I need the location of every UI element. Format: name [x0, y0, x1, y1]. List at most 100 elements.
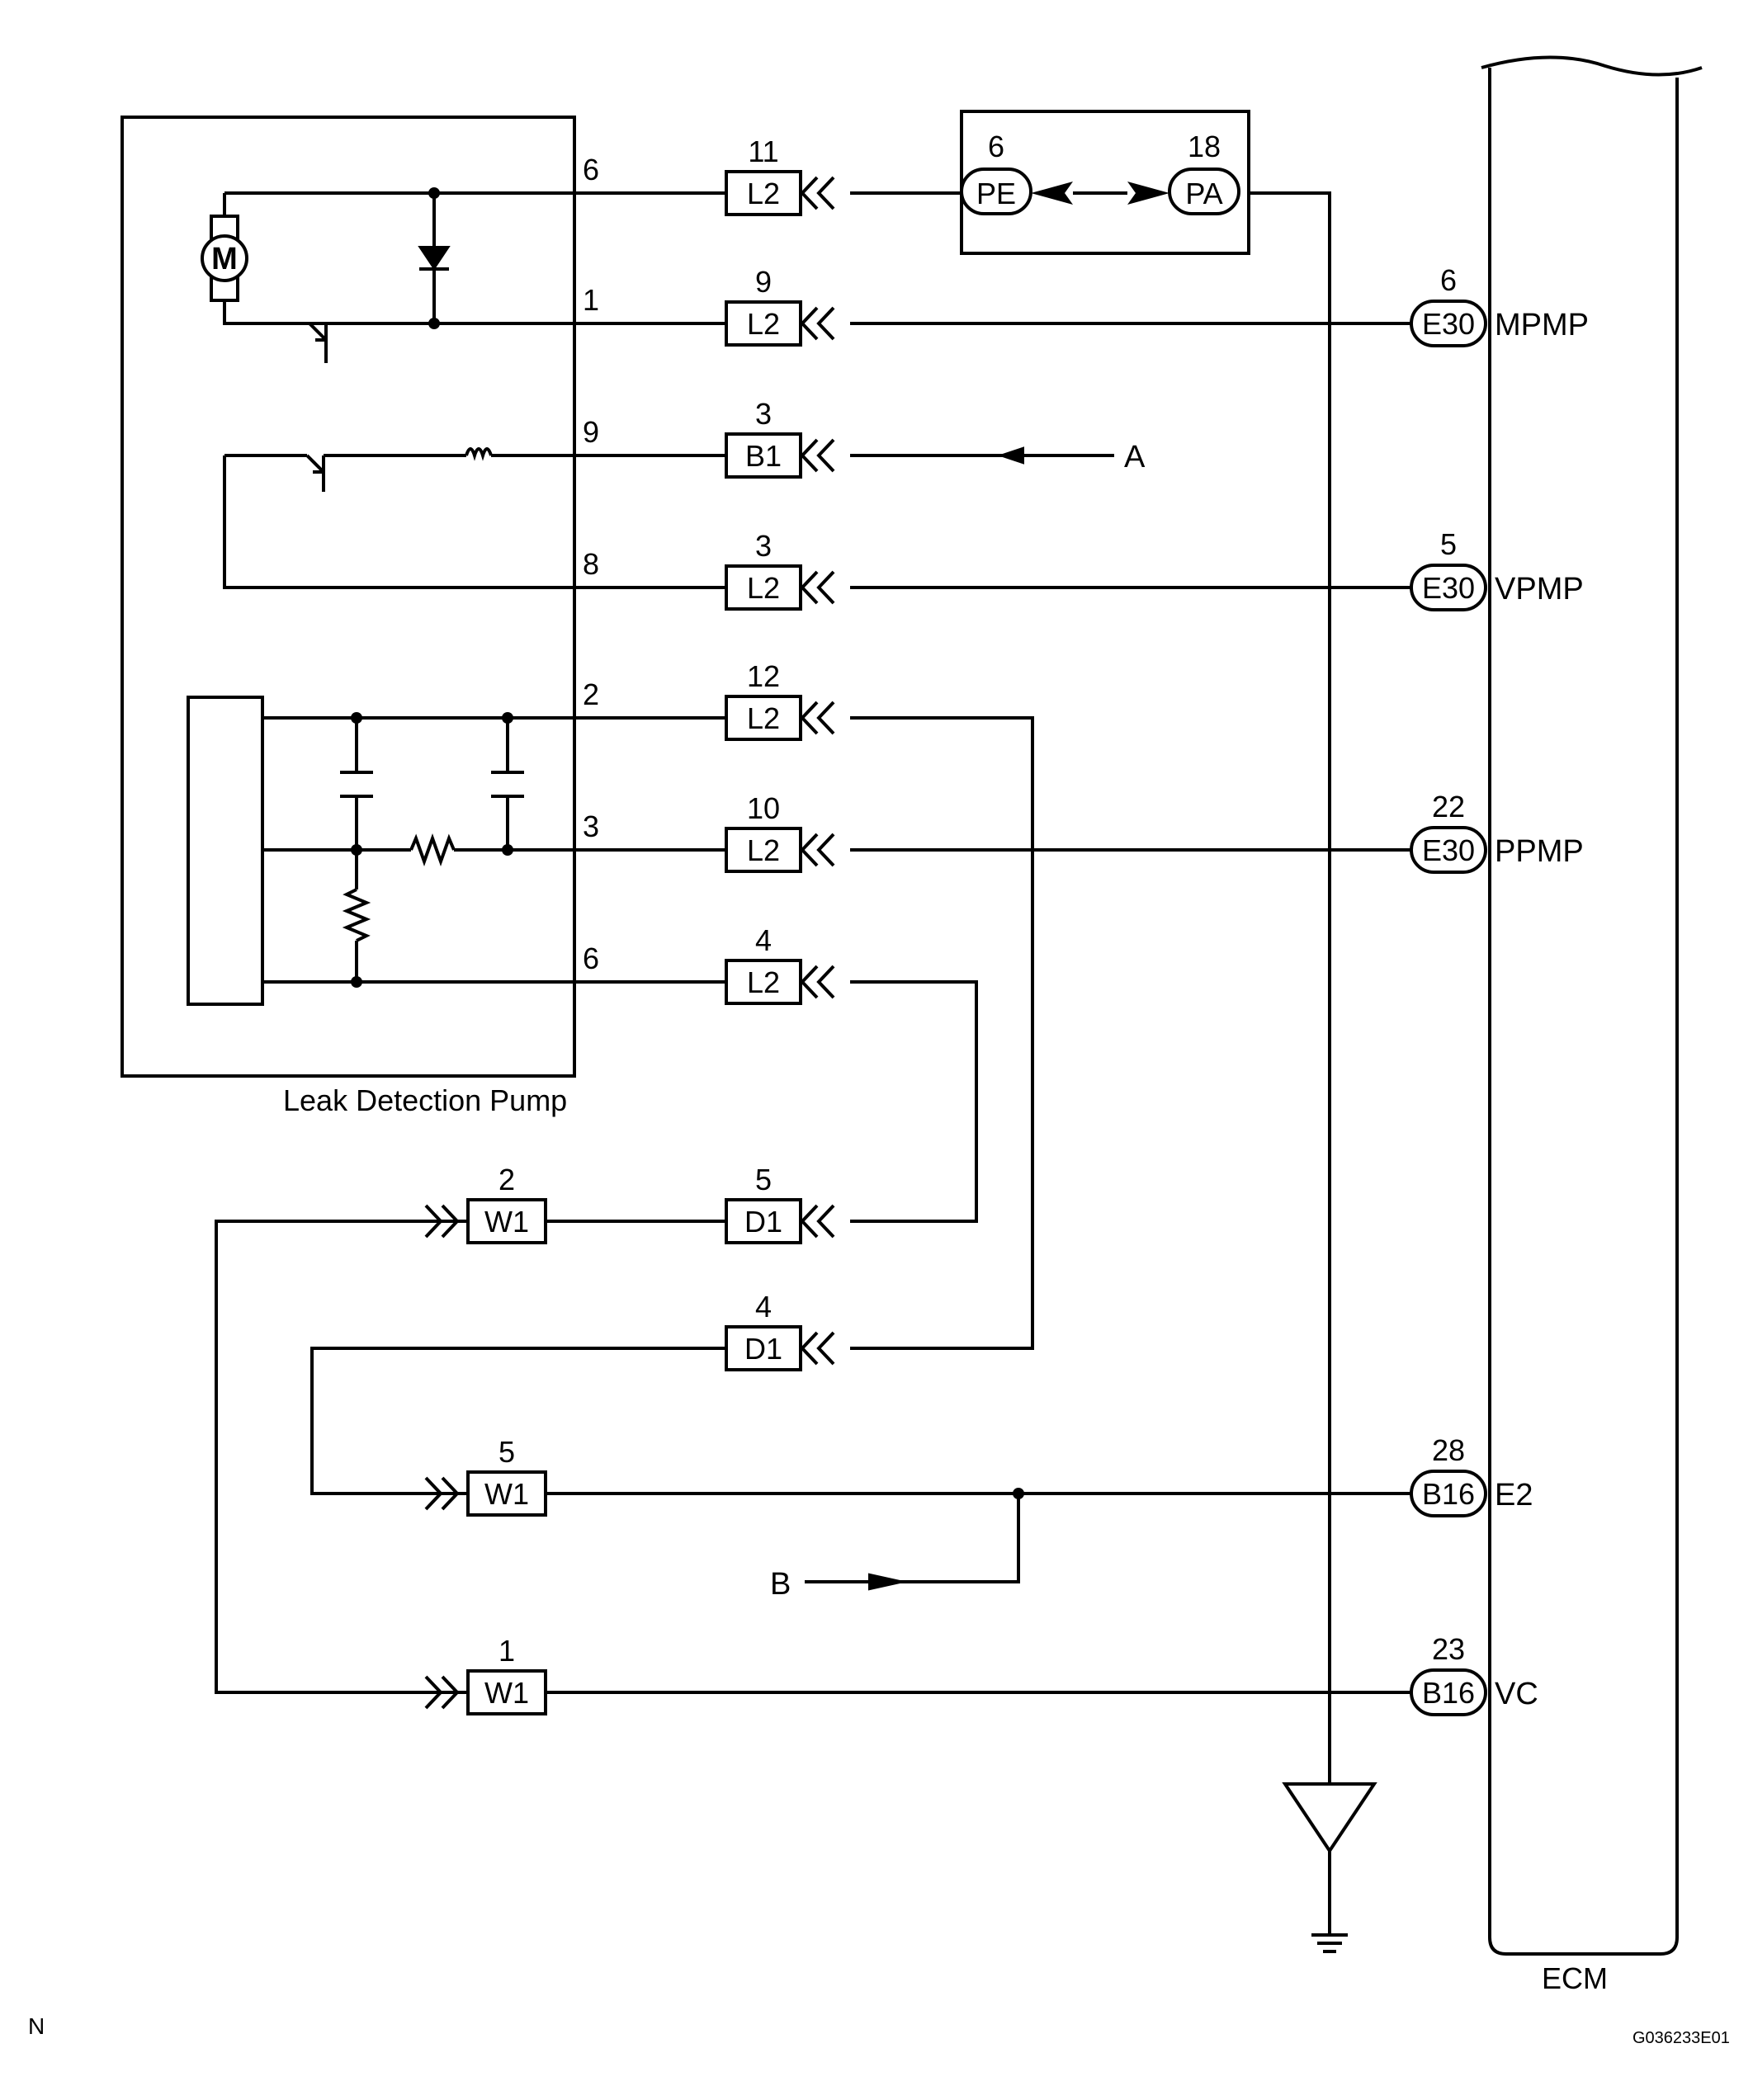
connector-pin: 4: [755, 923, 772, 957]
ecm-signal-mpmp: MPMP: [1495, 308, 1589, 342]
pump-pin: 1: [583, 283, 599, 317]
relay-connector-box: [960, 110, 1250, 255]
ecm-conn: B16: [1422, 1676, 1475, 1710]
pe-connector-pill: [960, 168, 1032, 215]
connector-l2-12: [725, 695, 802, 741]
connector-l2-3: [725, 564, 802, 611]
vsv-driver-circuit: [223, 454, 574, 589]
connector-name: L2: [747, 965, 780, 999]
ecm-signal-vpmp: VPMP: [1495, 572, 1584, 606]
connector-name: L2: [747, 833, 780, 867]
connector-pin: 11: [748, 134, 778, 168]
connector-w1-2: [466, 1198, 547, 1244]
arrow-a: [997, 446, 1024, 465]
connector-w1-1: [466, 1669, 547, 1715]
ecm-terminal-vpmp: [1410, 564, 1487, 611]
pump-pin: 8: [583, 547, 599, 581]
pump-pin: 6: [583, 153, 599, 186]
ecm-conn: B16: [1422, 1477, 1475, 1511]
motor-icon: [201, 234, 248, 282]
pa-connector-pill: [1168, 168, 1240, 215]
pump-pin: 6: [583, 941, 599, 975]
ecm-signal-vc: VC: [1495, 1677, 1538, 1711]
pe-terminal-icon: [1031, 182, 1073, 205]
relay-pin-left: 6: [988, 130, 1004, 163]
ecm-pin: 5: [1440, 527, 1457, 561]
ground-icon: [1282, 1782, 1377, 1953]
pump-pin: 9: [583, 415, 599, 449]
wire-vc-loop: [215, 1220, 468, 1694]
transistor-arrow: [315, 329, 328, 342]
leak-detection-pump-box: [120, 116, 576, 1078]
ecm-terminal-e2: [1410, 1470, 1487, 1517]
component-label: Leak Detection Pump: [283, 1083, 567, 1117]
connector-pin: 5: [498, 1435, 515, 1469]
connector-name: L2: [747, 177, 780, 210]
connector-name: D1: [744, 1205, 782, 1239]
corner-label: N: [28, 2013, 45, 2039]
connector-pin: 4: [755, 1290, 772, 1324]
diode-icon: [418, 246, 451, 271]
connector-pin: 3: [755, 397, 772, 431]
connector-chevrons: [424, 176, 835, 1710]
connector-d1-4: [725, 1325, 802, 1371]
wire-b: [805, 1494, 1020, 1583]
pump-pin: 2: [583, 677, 599, 711]
ecm-terminal-ppmp: [1410, 826, 1487, 874]
wire-pump6b-loop: [574, 980, 978, 1223]
connector-pin: 1: [498, 1634, 515, 1668]
ecm-signal-e2: E2: [1495, 1478, 1533, 1512]
connector-pin: 9: [755, 265, 772, 299]
wire-pa-ground: [1249, 191, 1331, 1791]
transistor-arrow-2: [313, 461, 325, 474]
connector-l2-10: [725, 827, 802, 873]
motor-driver-circuit: [223, 191, 574, 363]
ecm-pin: 22: [1432, 790, 1465, 823]
connector-name: L2: [747, 701, 780, 735]
ecm-pin: 28: [1432, 1433, 1465, 1467]
connector-name: D1: [744, 1332, 782, 1366]
ecm-box: [1481, 55, 1703, 1956]
relay-name-left: PE: [976, 177, 1016, 210]
ecm-terminal-vc: [1410, 1668, 1487, 1716]
pump-pin: 3: [583, 809, 599, 843]
connector-pin: 5: [755, 1163, 772, 1196]
wire-pump2-loop: [574, 716, 1034, 1350]
relay-pin-right: 18: [1188, 130, 1221, 163]
wire-e2-loop: [310, 1347, 726, 1495]
connector-name: W1: [484, 1205, 529, 1239]
connector-name: B1: [745, 439, 782, 473]
ecm-pin: 23: [1432, 1632, 1465, 1666]
ecm-terminal-mpmp: [1410, 300, 1487, 347]
motor-symbol: M: [211, 242, 238, 276]
connector-l2-9: [725, 300, 802, 347]
ecm-conn: E30: [1422, 307, 1475, 341]
connector-pin: 2: [498, 1163, 515, 1196]
marker-b: B: [770, 1567, 791, 1602]
ecm-conn: E30: [1422, 571, 1475, 605]
connector-l2-4: [725, 959, 802, 1005]
arrow-b: [868, 1573, 900, 1591]
pressure-sensor-circuit: [187, 696, 574, 1006]
figure-id: G036233E01: [1633, 2029, 1730, 2047]
connector-w1-5: [466, 1470, 547, 1517]
connector-name: W1: [484, 1676, 529, 1710]
ecm-conn: E30: [1422, 833, 1475, 867]
connector-name: L2: [747, 571, 780, 605]
ecm-label: ECM: [1542, 1961, 1608, 1995]
pa-terminal-icon: [1127, 182, 1169, 205]
ecm-pin: 6: [1440, 263, 1457, 297]
connector-d1-5: [725, 1198, 802, 1244]
connector-pin: 12: [747, 659, 780, 693]
connector-pin: 3: [755, 529, 772, 563]
ecm-signal-ppmp: PPMP: [1495, 834, 1584, 869]
coil-icon: [465, 447, 493, 461]
connector-pin: 10: [747, 791, 780, 825]
connector-b1-3: [725, 432, 802, 479]
connector-name: W1: [484, 1477, 529, 1511]
marker-a: A: [1124, 440, 1146, 474]
connector-l2-11: [725, 170, 802, 216]
relay-name-right: PA: [1185, 177, 1222, 210]
connector-name: L2: [747, 307, 780, 341]
